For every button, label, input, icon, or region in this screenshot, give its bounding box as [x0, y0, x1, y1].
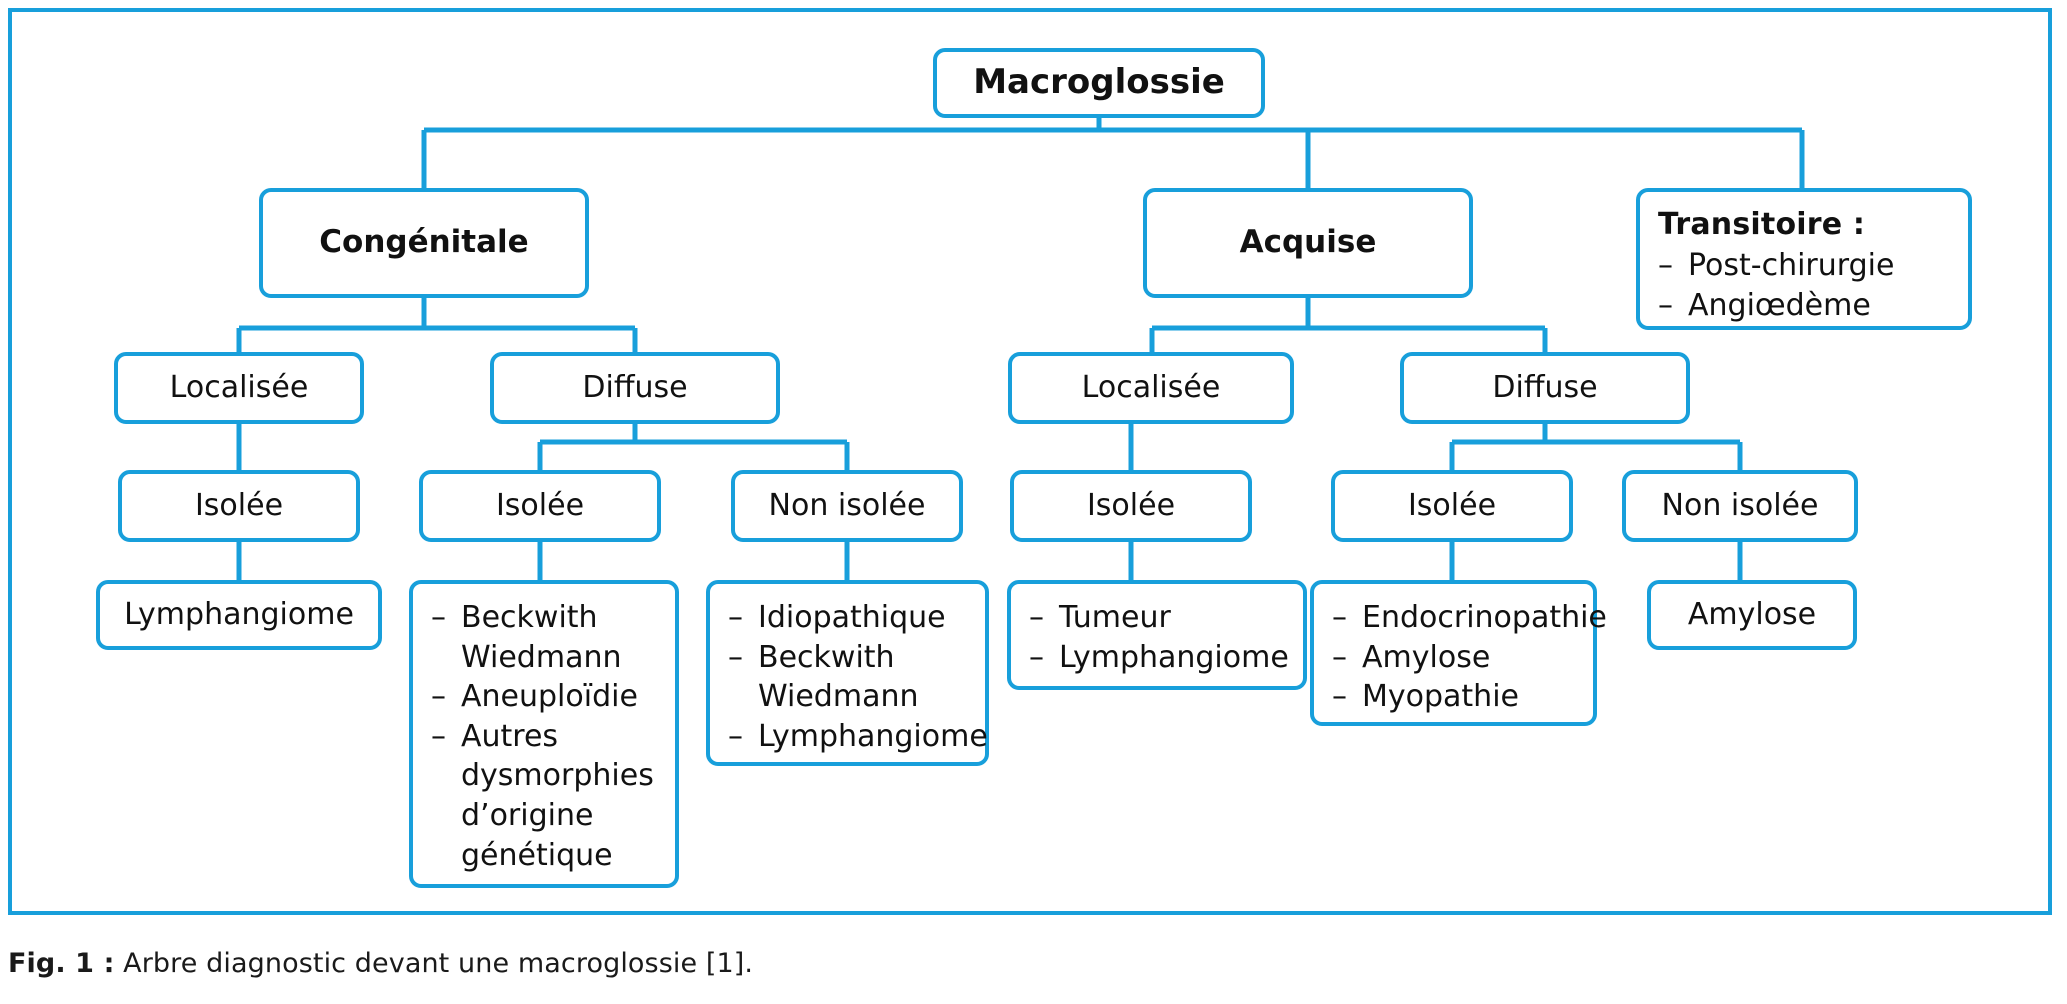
cong-diffuse-non-isolee-content: – Idiopathique – Beckwith Wiedmann – Lym…: [728, 598, 988, 757]
dash-glyph: –: [1332, 639, 1347, 675]
list-item-label: Idiopathique: [758, 600, 946, 635]
leaf-amylose-label: Amylose: [1687, 596, 1817, 632]
leaf-amylose[interactable]: Amylose: [1647, 580, 1857, 650]
node-macroglossie[interactable]: Macroglossie: [933, 48, 1265, 118]
leaf-acq-diffuse-isolee-list[interactable]: – Endocrinopathie – Amylose – Myopathie: [1310, 580, 1607, 726]
node-acq-diffuse-isolee[interactable]: Isolée: [1331, 470, 1573, 542]
list-item: – Amylose: [1332, 638, 1577, 678]
cong-diffuse-isolee-content: – Beckwith Wiedmann – Aneuploïdie – Autr…: [431, 598, 659, 875]
node-acquise[interactable]: Acquise: [1143, 188, 1473, 298]
leaf-acq-localisee-isolee-list[interactable]: – Tumeur – Lymphangiome: [1007, 580, 1307, 690]
list-item-label: Aneuploïdie: [461, 679, 638, 715]
leaf-lymphangiome-cong-localisee[interactable]: Lymphangiome: [96, 580, 382, 650]
node-cong-diffuse-isolee-label: Isolée: [495, 487, 585, 523]
list-item-label: Lymphangiome: [758, 718, 988, 754]
node-congenitale-localisee-label: Localisée: [169, 369, 309, 405]
node-congenitale-localisee[interactable]: Localisée: [114, 352, 364, 424]
node-macroglossie-label: Macroglossie: [973, 62, 1225, 103]
dash-glyph: –: [728, 600, 743, 635]
list-item: – Lymphangiome: [728, 717, 988, 757]
dash-glyph: –: [1658, 248, 1673, 284]
node-acq-diffuse-non-isolee-label: Non isolée: [1661, 487, 1819, 523]
dash-glyph: –: [1029, 639, 1044, 675]
transitoire-item-angioedeme-label: Angiœdème: [1688, 287, 1871, 323]
leaf-cong-diffuse-non-isolee-list[interactable]: – Idiopathique – Beckwith Wiedmann – Lym…: [706, 580, 989, 766]
transitoire-content: Transitoire : – Post-chirurgie – Angiœdè…: [1658, 206, 1952, 326]
list-item: – Tumeur: [1029, 598, 1287, 638]
node-cong-diffuse-isolee[interactable]: Isolée: [419, 470, 661, 542]
node-congenitale[interactable]: Congénitale: [259, 188, 589, 298]
node-acq-localisee-isolee-label: Isolée: [1086, 487, 1176, 523]
node-congenitale-label: Congénitale: [319, 224, 529, 261]
node-congenitale-diffuse-label: Diffuse: [582, 369, 688, 405]
list-item-label: Autres dysmorphies d’origine génétique: [461, 718, 654, 873]
list-item-label: Myopathie: [1362, 679, 1519, 715]
list-item: – Idiopathique: [728, 598, 969, 638]
acq-localisee-isolee-content: – Tumeur – Lymphangiome: [1029, 598, 1289, 678]
list-item: – Endocrinopathie: [1332, 598, 1607, 638]
list-item-label: Lymphangiome: [1059, 639, 1289, 675]
transitoire-item-angioedeme: – Angiœdème: [1658, 286, 1952, 326]
dash-glyph: –: [1332, 600, 1347, 635]
node-acquise-diffuse[interactable]: Diffuse: [1400, 352, 1690, 424]
figure-border-frame: [8, 8, 2052, 915]
node-acq-diffuse-isolee-label: Isolée: [1407, 487, 1497, 523]
list-item: – Aneuploïdie: [431, 677, 659, 717]
dash-glyph: –: [728, 639, 743, 675]
dash-glyph: –: [431, 718, 446, 754]
dash-glyph: –: [431, 600, 446, 635]
transitoire-item-post-chirurgie: – Post-chirurgie: [1658, 246, 1952, 286]
node-cong-diffuse-non-isolee[interactable]: Non isolée: [731, 470, 963, 542]
connector-lines: [236, 118, 1805, 580]
leaf-lymphangiome-cong-localisee-label: Lymphangiome: [124, 596, 354, 632]
dash-glyph: –: [728, 718, 743, 754]
dash-glyph: –: [1658, 287, 1673, 323]
list-item-label: Beckwith Wiedmann: [758, 639, 919, 715]
dash-glyph: –: [1029, 600, 1044, 635]
node-acq-localisee-isolee[interactable]: Isolée: [1010, 470, 1252, 542]
transitoire-item-post-chirurgie-label: Post-chirurgie: [1688, 248, 1895, 284]
node-congenitale-diffuse[interactable]: Diffuse: [490, 352, 780, 424]
list-item: – Beckwith Wiedmann: [728, 638, 969, 717]
node-acq-diffuse-non-isolee[interactable]: Non isolée: [1622, 470, 1858, 542]
figure-caption-text: Arbre diagnostic devant une macroglossie…: [114, 948, 754, 979]
acq-diffuse-isolee-content: – Endocrinopathie – Amylose – Myopathie: [1332, 598, 1607, 717]
dash-glyph: –: [431, 679, 446, 715]
list-item: – Lymphangiome: [1029, 638, 1289, 678]
list-item-label: Beckwith Wiedmann: [461, 600, 622, 675]
list-item-label: Amylose: [1362, 639, 1491, 675]
dash-glyph: –: [1332, 679, 1347, 715]
leaf-cong-diffuse-isolee-list[interactable]: – Beckwith Wiedmann – Aneuploïdie – Autr…: [409, 580, 679, 888]
figure-caption-label: Fig. 1 :: [8, 948, 115, 979]
figure-caption: Fig. 1 : Arbre diagnostic devant une mac…: [8, 948, 753, 979]
list-item: – Beckwith Wiedmann: [431, 598, 659, 677]
list-item: – Myopathie: [1332, 677, 1577, 717]
node-cong-diffuse-non-isolee-label: Non isolée: [768, 487, 926, 523]
node-acquise-localisee-label: Localisée: [1081, 369, 1221, 405]
node-acquise-localisee[interactable]: Localisée: [1008, 352, 1294, 424]
node-acquise-label: Acquise: [1239, 224, 1377, 261]
node-cong-localisee-isolee[interactable]: Isolée: [118, 470, 360, 542]
list-item-label: Endocrinopathie: [1362, 600, 1607, 635]
diagnostic-tree-diagram: Macroglossie Congénitale Acquise Transit…: [96, 48, 1972, 888]
list-item: – Autres dysmorphies d’origine génétique: [431, 717, 659, 875]
list-item-label: Tumeur: [1059, 600, 1171, 635]
node-acquise-diffuse-label: Diffuse: [1492, 369, 1598, 405]
node-cong-localisee-isolee-label: Isolée: [194, 487, 284, 523]
node-transitoire[interactable]: Transitoire : – Post-chirurgie – Angiœdè…: [1636, 188, 1972, 330]
node-transitoire-title: Transitoire :: [1658, 207, 1866, 242]
